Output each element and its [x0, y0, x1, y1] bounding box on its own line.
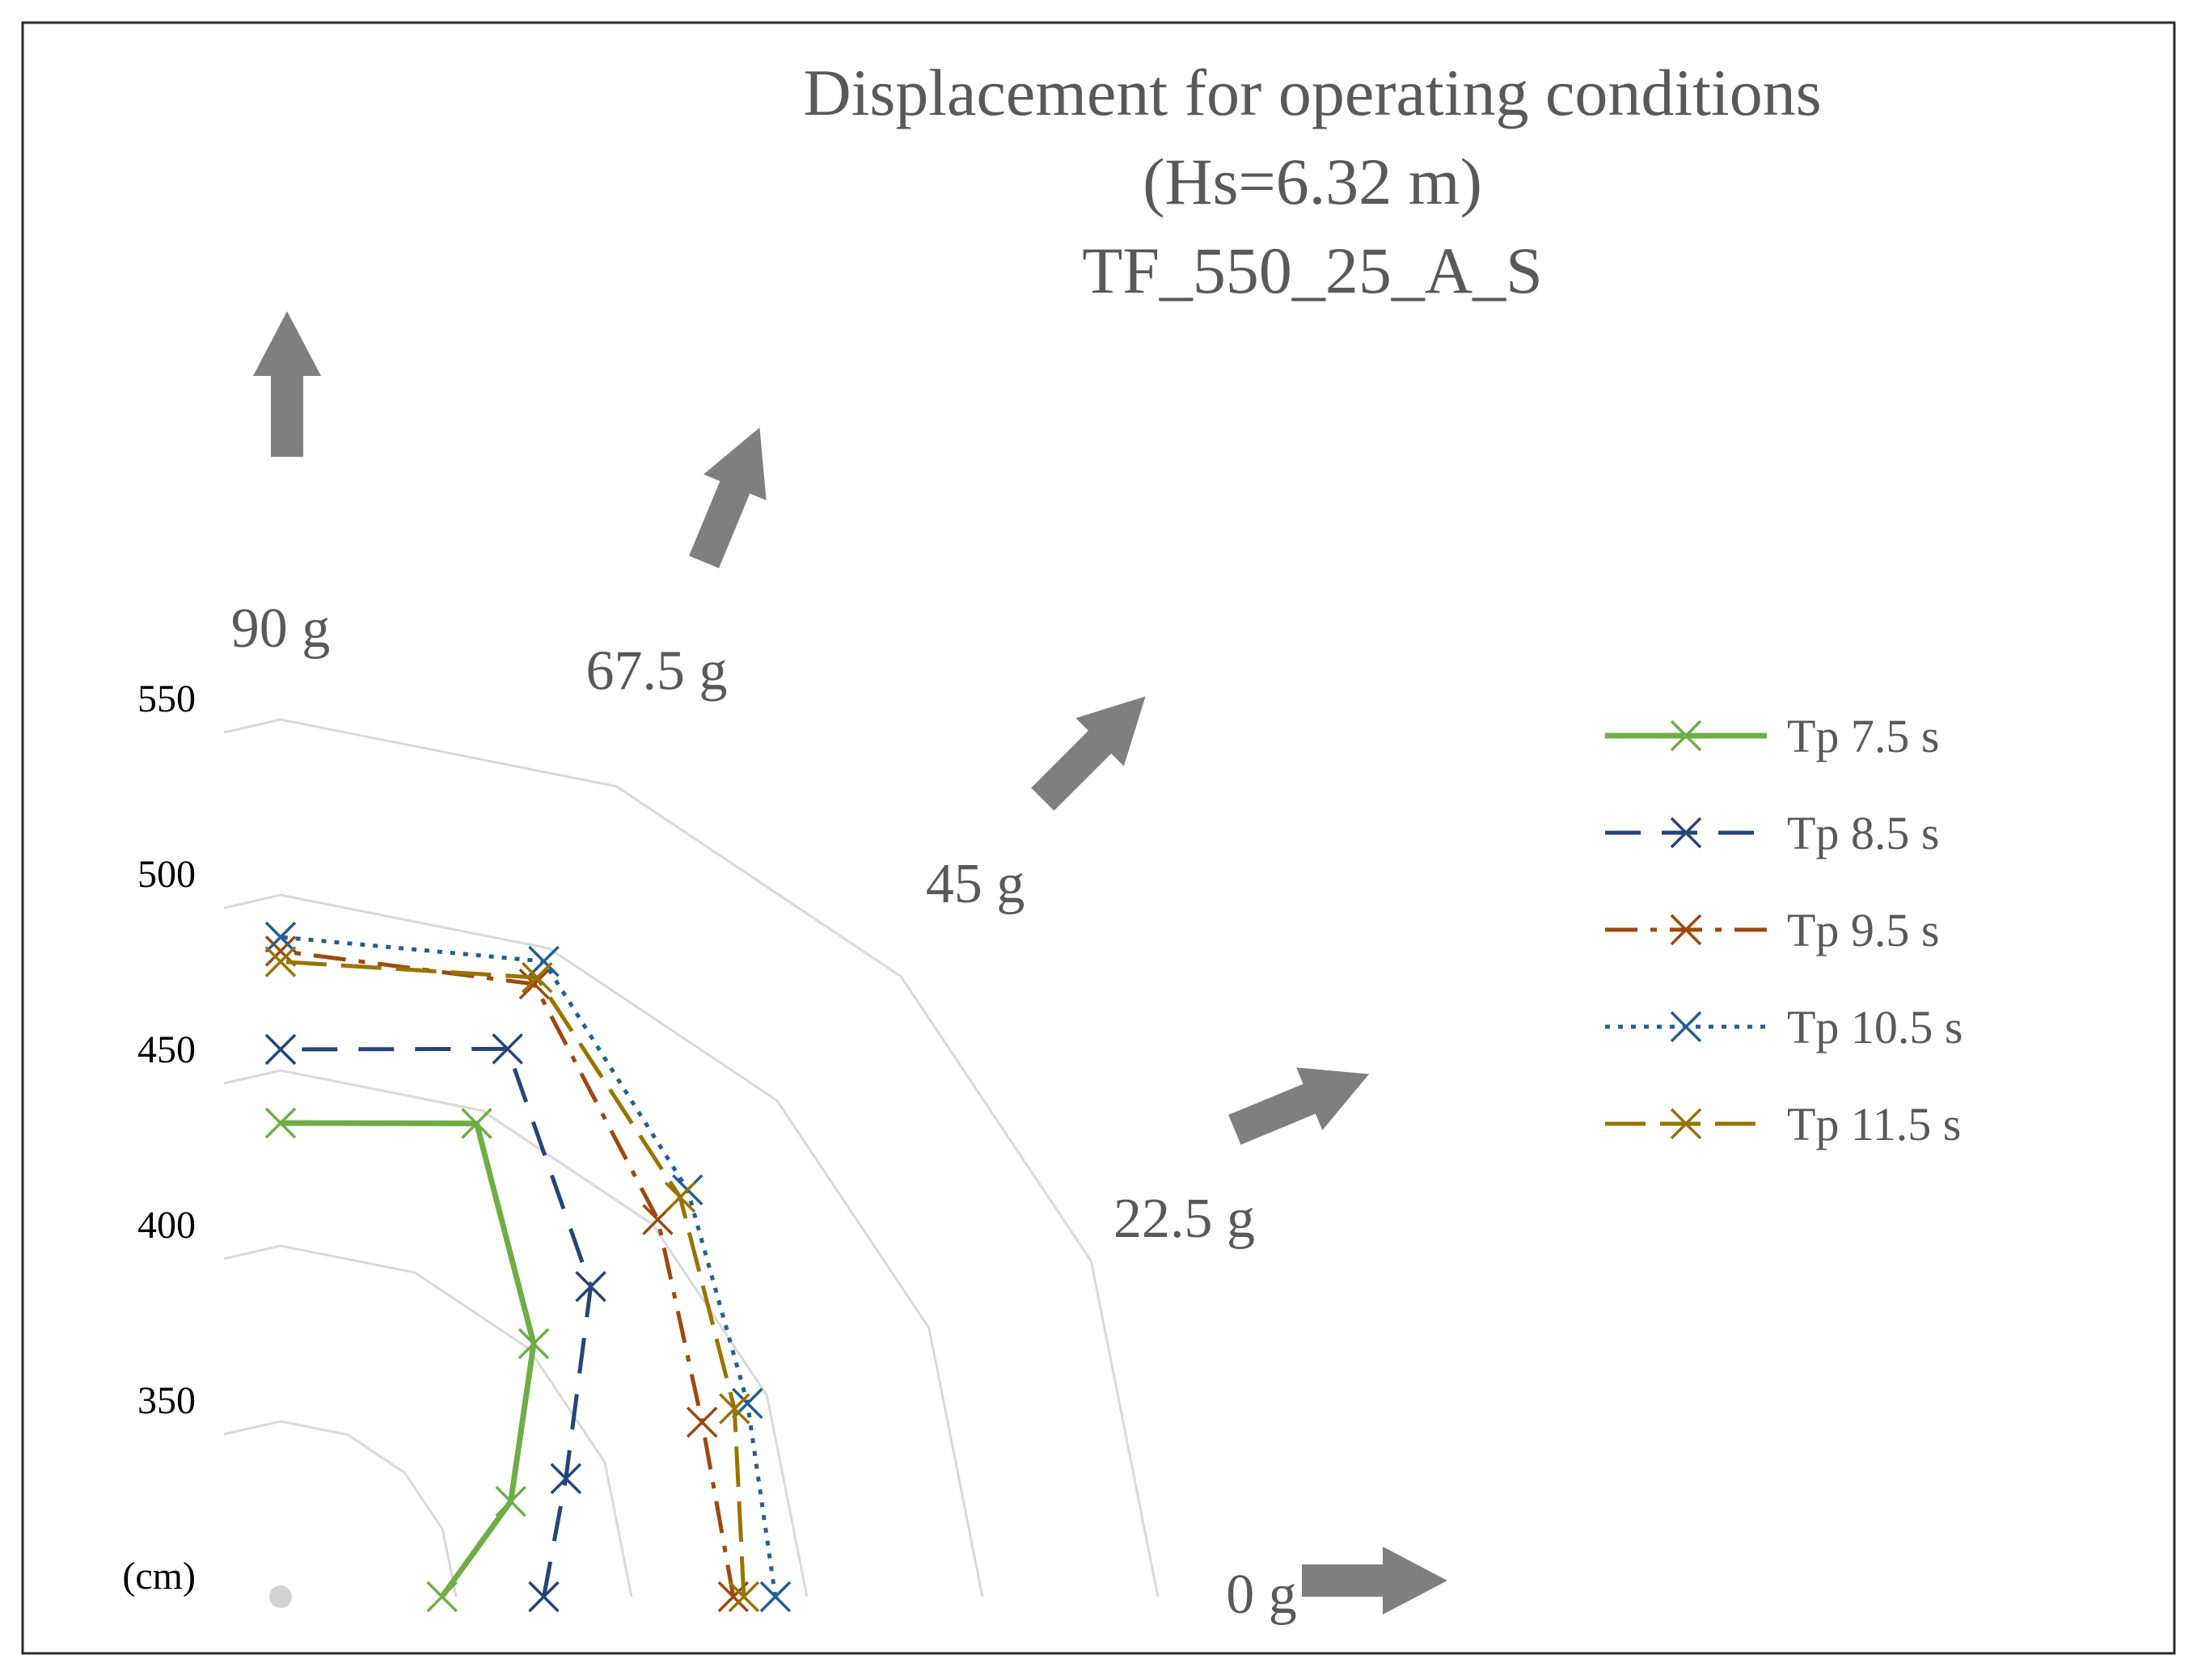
- legend: Tp 7.5 s Tp 8.5 s Tp 9.5 s Tp 10.5 s Tp 11.5…: [1605, 710, 1963, 1150]
- data-point-tp-7-5-s-0-g: [426, 1581, 458, 1613]
- data-point-tp-9-5-s-22-5-g: [687, 1406, 718, 1438]
- grid-ring-450: [223, 1069, 809, 1598]
- data-point-tp-9-5-s-67-5-g: [518, 968, 551, 1000]
- legend-label: Tp 11.5 s: [1787, 1098, 1961, 1150]
- data-point-tp-8-5-s-90-g: [264, 1033, 297, 1066]
- radial-tick-labels: 350 400 450 500 550 (cm): [122, 677, 196, 1598]
- category-label-90-g: 90 g: [231, 597, 331, 660]
- data-point-tp-10-5-s-0-g: [759, 1581, 792, 1613]
- series-tp-11-5-s: [264, 946, 760, 1613]
- data-point-tp-7-5-s-67-5-g: [461, 1108, 492, 1139]
- data-point-tp-7-5-s-90-g: [264, 1107, 297, 1139]
- chart-title-line-1: Displacement for operating conditions: [803, 56, 1821, 129]
- data-point-tp-8-5-s-0-g: [528, 1581, 560, 1613]
- category-label-45-g: 45 g: [926, 853, 1025, 915]
- direction-arrows: [253, 311, 1447, 1615]
- data-point-tp-11-5-s-67-5-g: [521, 961, 553, 994]
- data-point-tp-10-5-s-90-g: [264, 921, 297, 953]
- grid-ring-400: [223, 1244, 633, 1598]
- legend-marker: [1670, 720, 1702, 752]
- legend-label: Tp 8.5 s: [1787, 807, 1940, 859]
- category-label-67-5-g: 67.5 g: [586, 640, 728, 703]
- legend-marker: [1670, 1011, 1702, 1043]
- series-line-tp-9-5-s: [280, 948, 736, 1598]
- category-label-0-g: 0 g: [1226, 1564, 1297, 1626]
- grid-ring-350: [223, 1420, 458, 1598]
- chart-title-line-2: (Hs=6.32 m): [1143, 145, 1482, 218]
- legend-marker: [1670, 1108, 1702, 1140]
- category-label-22-5-g: 22.5 g: [1113, 1188, 1255, 1250]
- direction-arrow-67-5-g: [689, 427, 767, 568]
- direction-arrow-45-g: [1031, 696, 1146, 811]
- chart-border: [21, 21, 2176, 1655]
- data-point-tp-7-5-s-22-5-g: [495, 1485, 526, 1517]
- series-tp-7-5-s: [264, 1107, 550, 1613]
- legend-item-tp-11-5-s: Tp 11.5 s: [1605, 1098, 1961, 1150]
- data-point-tp-11-5-s-45-g: [664, 1181, 696, 1214]
- tick-label-550: 550: [137, 677, 196, 720]
- grid-ring-500: [223, 893, 984, 1598]
- data-point-tp-11-5-s-22-5-g: [719, 1393, 750, 1425]
- tick-label-450: 450: [137, 1028, 196, 1071]
- series-tp-8-5-s: [264, 1033, 606, 1613]
- legend-label: Tp 10.5 s: [1787, 1001, 1963, 1053]
- legend-item-tp-7-5-s: Tp 7.5 s: [1605, 710, 1940, 762]
- tick-label-350: 350: [137, 1379, 196, 1422]
- legend-item-tp-10-5-s: Tp 10.5 s: [1605, 1001, 1963, 1053]
- legend-label: Tp 7.5 s: [1787, 710, 1940, 762]
- direction-arrow-90-g: [253, 311, 321, 457]
- data-point-tp-8-5-s-45-g: [575, 1271, 606, 1302]
- grid-ring-550: [223, 718, 1160, 1598]
- data-series: [264, 921, 792, 1613]
- legend-marker: [1670, 817, 1702, 849]
- chart-title: Displacement for operating conditions (H…: [803, 56, 1821, 307]
- series-tp-9-5-s: [264, 935, 750, 1613]
- data-point-tp-10-5-s-67-5-g: [528, 945, 560, 977]
- radar-grid: [223, 718, 1160, 1608]
- direction-arrow-22-5-g: [1228, 1067, 1370, 1145]
- legend-marker: [1670, 914, 1702, 946]
- tick-label-400: 400: [137, 1204, 196, 1247]
- legend-item-tp-8-5-s: Tp 8.5 s: [1605, 807, 1940, 859]
- data-point-tp-8-5-s-22-5-g: [550, 1463, 582, 1495]
- chart-title-line-3: TF_550_25_A_S: [1082, 234, 1543, 307]
- data-point-tp-11-5-s-90-g: [264, 946, 297, 977]
- chart-center-dot: [269, 1585, 292, 1608]
- tick-label-500: 500: [137, 853, 196, 896]
- data-point-tp-11-5-s-0-g: [728, 1581, 760, 1613]
- radial-unit-label: (cm): [122, 1555, 196, 1598]
- data-point-tp-7-5-s-45-g: [518, 1328, 550, 1360]
- data-point-tp-8-5-s-67-5-g: [492, 1033, 523, 1065]
- legend-item-tp-9-5-s: Tp 9.5 s: [1605, 904, 1940, 956]
- category-labels: 0 g 22.5 g 45 g 67.5 g 90 g: [231, 597, 1297, 1626]
- direction-arrow-0-g: [1302, 1547, 1447, 1615]
- legend-label: Tp 9.5 s: [1787, 904, 1940, 956]
